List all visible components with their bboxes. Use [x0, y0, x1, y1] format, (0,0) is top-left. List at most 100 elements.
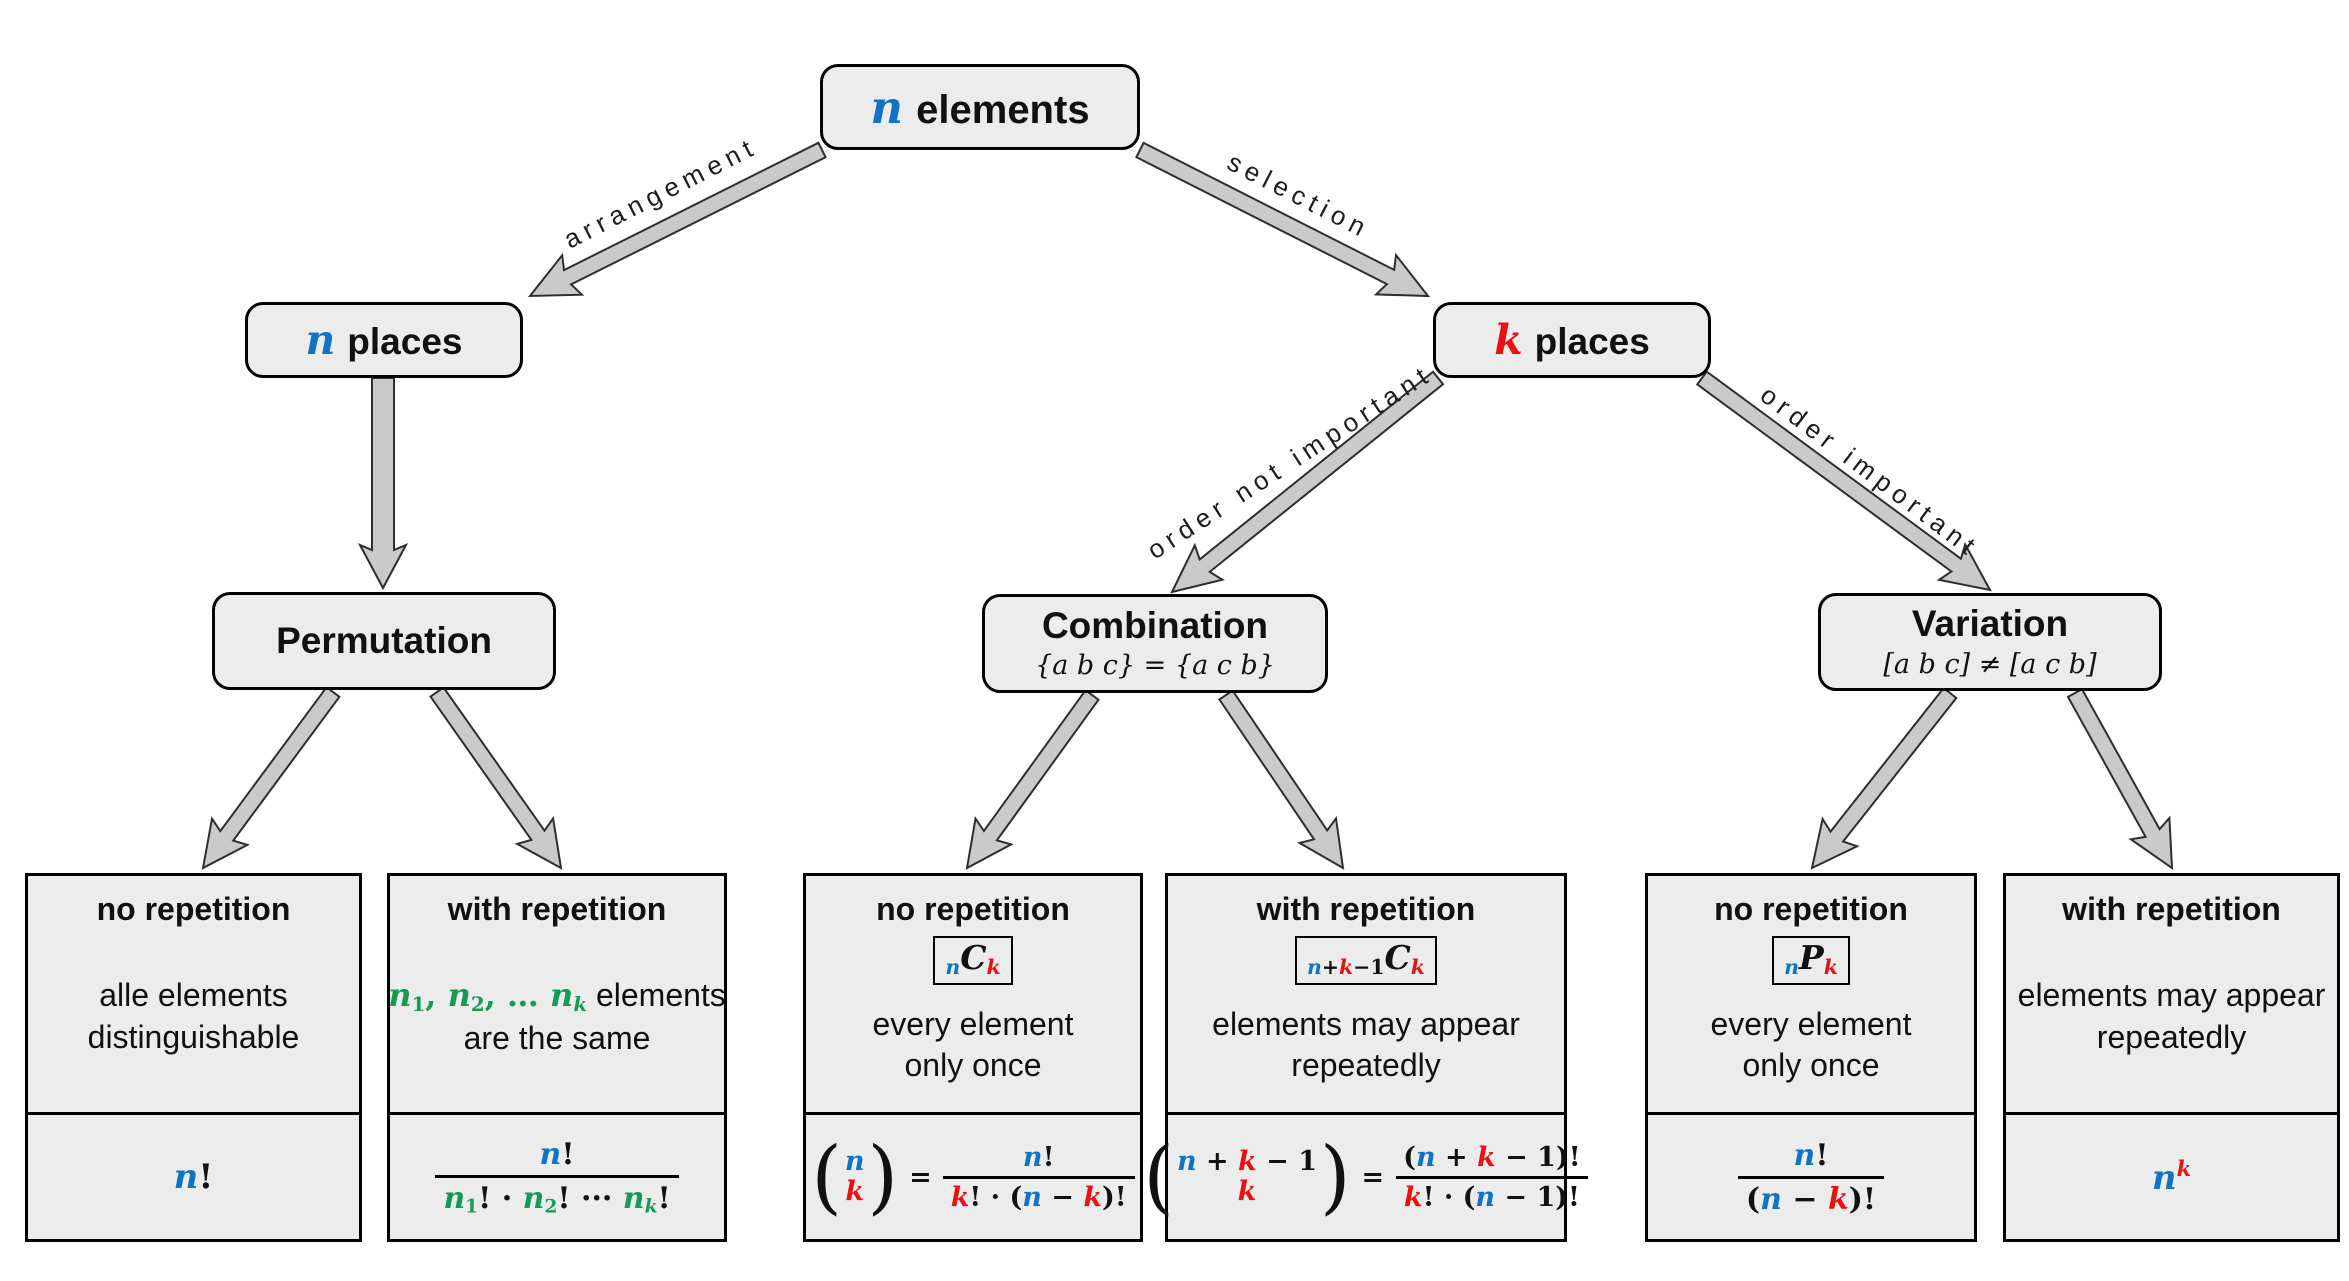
- math-token: −: [1041, 1181, 1084, 1213]
- math-token: n: [945, 955, 961, 980]
- math-token: every element: [872, 1005, 1074, 1042]
- math-token: ! ···: [557, 1180, 623, 1216]
- formula-n-power-k: nk: [2006, 1112, 2337, 1239]
- arrow-selection: [1135, 141, 1431, 298]
- leaf-variation-with-repetition: with repetition elements may appear repe…: [2003, 873, 2340, 1242]
- formula-binomial-coefficient: ( n k ) = n! k! · (n − k)!: [806, 1112, 1140, 1239]
- leaf-title: no repetition: [96, 891, 291, 927]
- symbol-nCk: nCk: [933, 936, 1013, 985]
- math-token: n: [522, 1180, 545, 1216]
- formula-multiset-permutation: n! n1! · n2! ··· nk!: [390, 1112, 724, 1239]
- math-token: n: [1793, 1137, 1816, 1173]
- math-token: )!: [1848, 1181, 1877, 1217]
- math-token: 2: [470, 991, 485, 1016]
- math-token: k: [1477, 1141, 1496, 1173]
- math-token: k: [644, 1196, 658, 1218]
- leaf-description: every element only once: [872, 1005, 1074, 1084]
- leaf-description: every element only once: [1710, 1005, 1912, 1084]
- math-token: n: [622, 1180, 645, 1216]
- math-token: k: [1827, 1181, 1849, 1217]
- math-token: 1: [411, 991, 426, 1016]
- arrow-order-important: [1695, 370, 1992, 592]
- math-token: n: [388, 975, 412, 1014]
- combination-set-note: {a b c} = {a c b}: [1035, 650, 1275, 682]
- open-paren: (: [1143, 1129, 1174, 1224]
- math-token: k: [1403, 1181, 1423, 1213]
- math-token: alle elements: [99, 977, 288, 1014]
- math-token: k: [986, 955, 1001, 980]
- math-token: k: [573, 991, 588, 1016]
- node-combination: Combination {a b c} = {a c b}: [982, 594, 1328, 693]
- arrow-permutation-with-rep: [429, 686, 563, 870]
- math-token: − 1)!: [1495, 1141, 1581, 1173]
- math-token: !: [561, 1136, 575, 1172]
- math-token: !: [198, 1157, 214, 1197]
- arrow-variation-no-rep: [1810, 686, 1958, 870]
- node-k-places-label: places: [1534, 321, 1650, 362]
- formula-multiset-coefficient: ( n + k − 1 k ) = (n + k − 1)! k! · (n −…: [1143, 1112, 1588, 1239]
- math-token: −: [1781, 1181, 1828, 1217]
- math-token: ! ·: [478, 1180, 523, 1216]
- math-token: −1: [1353, 955, 1385, 980]
- math-token: − 1)!: [1495, 1181, 1580, 1213]
- math-token: ,: [425, 975, 448, 1014]
- close-paren: ): [1319, 1129, 1351, 1224]
- math-token: n: [1475, 1181, 1496, 1213]
- node-n-elements-label: elements: [916, 87, 1090, 132]
- math-token: n: [443, 1180, 466, 1216]
- math-token: k: [845, 1175, 865, 1207]
- node-k-places: k places: [1433, 302, 1711, 378]
- math-token: ! · (: [969, 1181, 1023, 1213]
- math-token: n: [539, 1136, 562, 1172]
- math-token: k: [1410, 955, 1425, 980]
- math-token: n: [1176, 1145, 1197, 1177]
- symbol-n-plus-k-minus-1-C-k: n+k−1Ck: [1295, 936, 1437, 985]
- math-token: (: [1745, 1181, 1761, 1217]
- math-token: 1: [465, 1196, 479, 1218]
- equals-sign: =: [1361, 1161, 1385, 1193]
- leaf-combination-with-repetition: with repetition n+k−1Ck elements may app…: [1143, 873, 1588, 1242]
- math-token: !: [1042, 1141, 1055, 1173]
- leaf-title: no repetition: [876, 891, 1070, 927]
- arrow-combination-with-rep: [1218, 689, 1345, 870]
- variation-tuple-note: [a b c] ≠ [a c b]: [1883, 648, 2097, 680]
- math-token: n: [844, 1145, 865, 1177]
- math-token: k: [1083, 1181, 1103, 1213]
- math-token: , …: [484, 975, 551, 1014]
- math-token: !: [1815, 1137, 1829, 1173]
- math-token: n: [447, 975, 471, 1014]
- math-token: )!: [1102, 1181, 1127, 1213]
- math-token: n: [173, 1157, 199, 1197]
- leaf-permutation-no-repetition: no repetition alle elements distinguisha…: [25, 873, 362, 1242]
- math-token: k: [2176, 1155, 2192, 1181]
- math-token: n: [550, 975, 574, 1014]
- math-token: k: [1237, 1175, 1257, 1207]
- leaf-title: with repetition: [447, 891, 667, 927]
- math-token: elements may appear: [1212, 1005, 1520, 1042]
- n-variable: n: [305, 316, 336, 364]
- formula-n-factorial: n!: [28, 1112, 359, 1239]
- equals-sign: =: [909, 1161, 932, 1193]
- math-token: n: [1022, 1141, 1043, 1173]
- leaf-variation-no-repetition: no repetition nPk every element only onc…: [1645, 873, 1977, 1242]
- variation-title: Variation: [1911, 603, 2069, 645]
- n-variable: n: [870, 80, 904, 134]
- math-token: n: [1022, 1181, 1042, 1213]
- symbol-nPk: nPk: [1772, 936, 1850, 985]
- leaf-title: with repetition: [1256, 891, 1476, 927]
- math-token: n: [1415, 1141, 1436, 1173]
- node-permutation: Permutation: [212, 592, 556, 690]
- math-token: n: [1307, 955, 1322, 980]
- node-n-places: n places: [245, 302, 523, 378]
- node-n-places-label: places: [347, 321, 463, 362]
- k-variable: k: [1494, 316, 1523, 364]
- close-paren: ): [867, 1129, 899, 1224]
- math-token: (: [1403, 1141, 1416, 1173]
- leaf-title: no repetition: [1714, 891, 1908, 927]
- node-variation: Variation [a b c] ≠ [a c b]: [1818, 593, 2162, 691]
- math-token: +: [1435, 1141, 1478, 1173]
- permutation-title: Permutation: [276, 619, 492, 661]
- math-token: n: [2151, 1158, 2177, 1199]
